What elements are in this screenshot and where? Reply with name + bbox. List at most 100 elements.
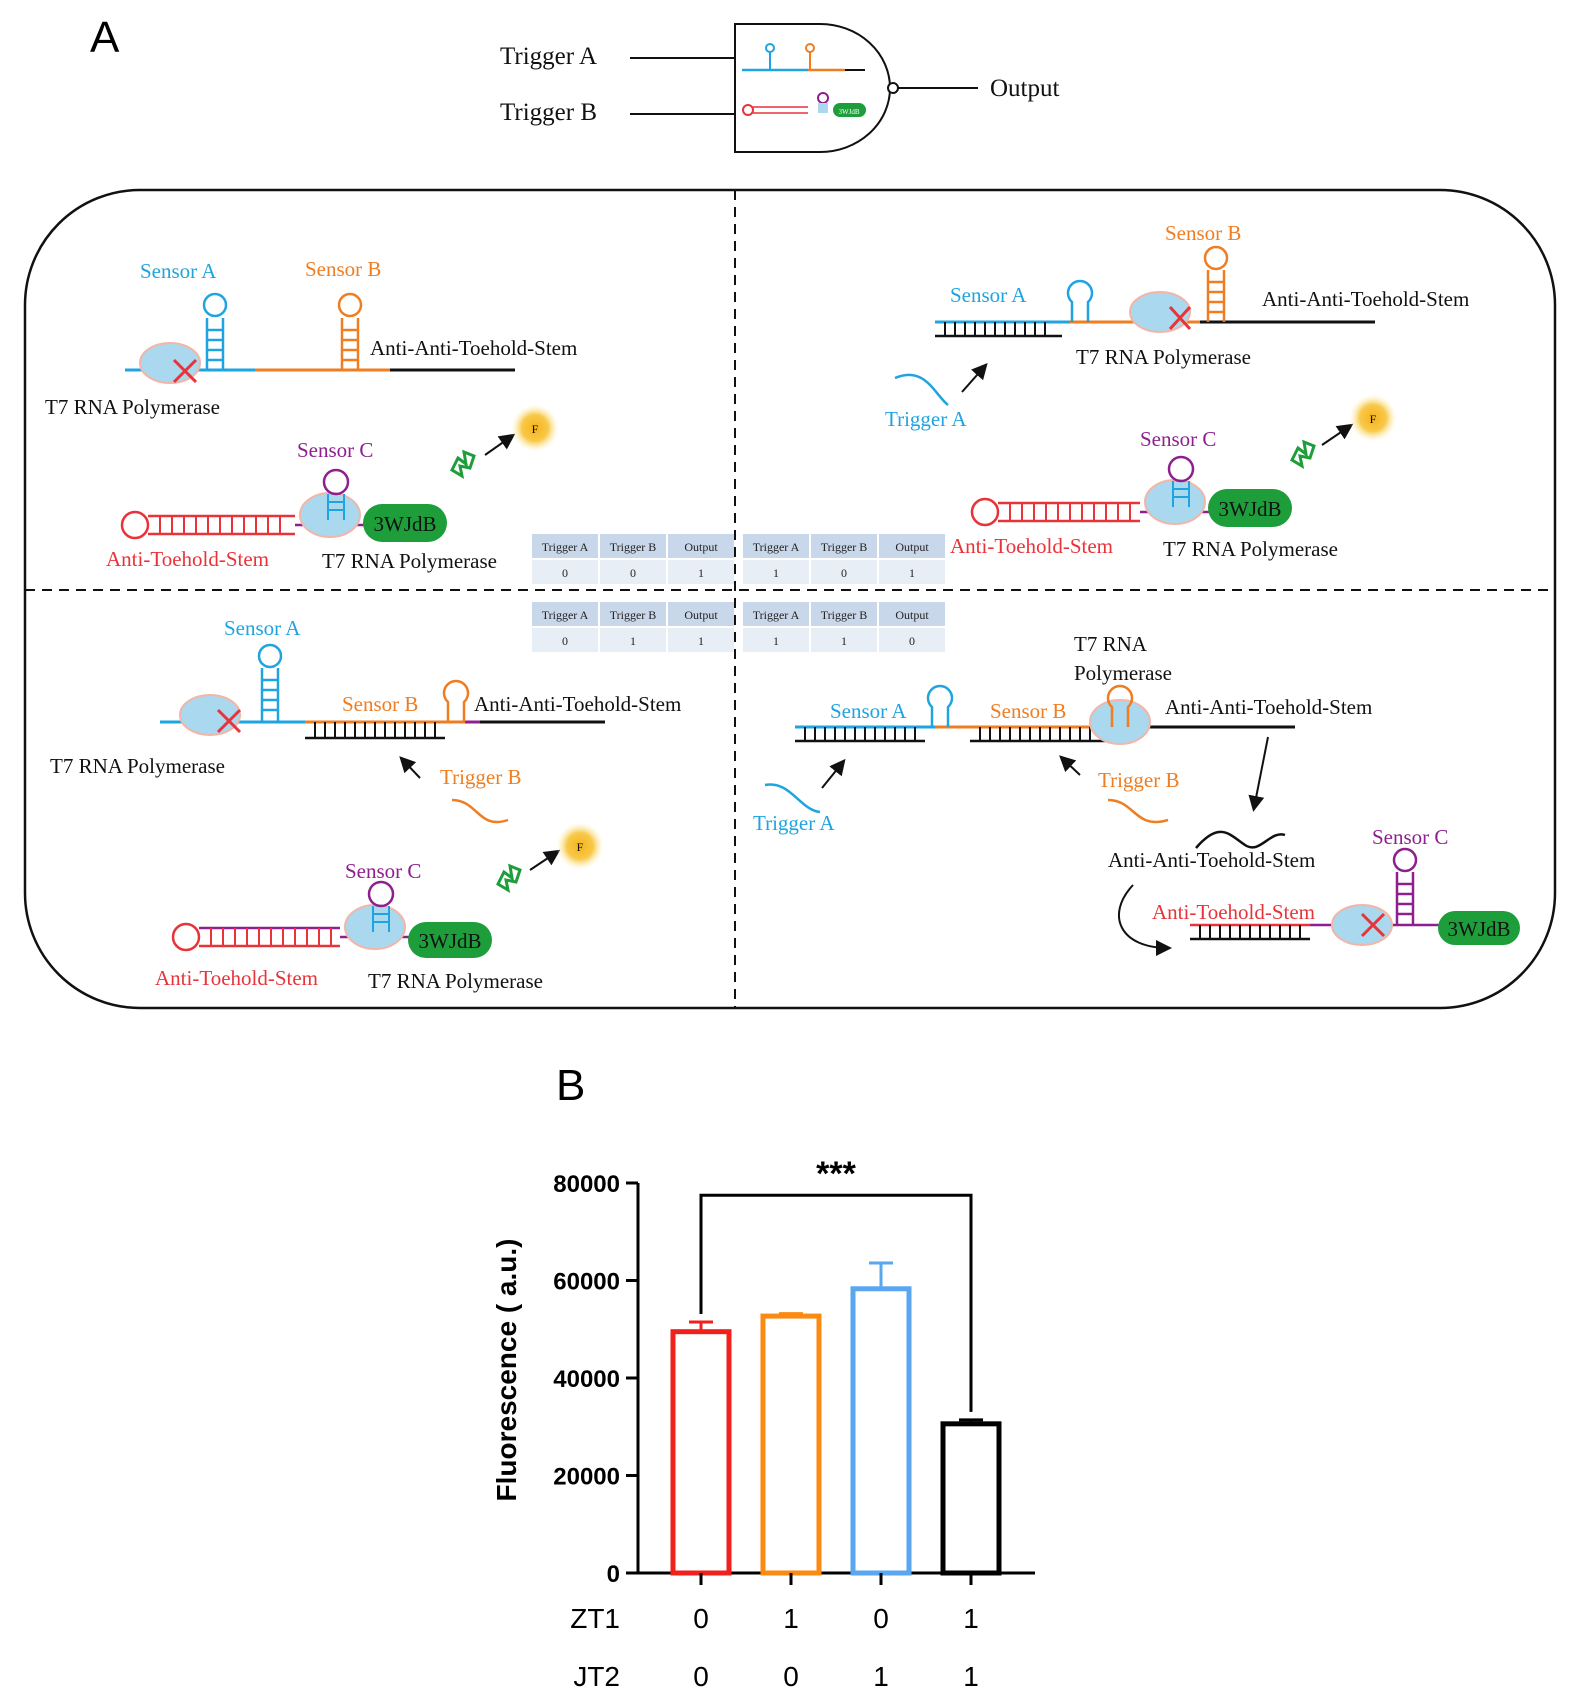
y-tick-label: 60000	[553, 1269, 620, 1296]
label-sensor-a: Sensor A	[950, 283, 1027, 307]
truth-table-header-cell	[668, 602, 734, 626]
truth-table-header-cell	[879, 534, 945, 558]
truth-table-header: Trigger B	[610, 540, 657, 554]
label-sensor-c: Sensor C	[297, 438, 373, 462]
truth-table-header-cell	[600, 534, 666, 558]
truth-table-header: Output	[895, 540, 929, 554]
truth-table-value: 0	[630, 566, 636, 580]
truth-table-value-cell	[879, 560, 945, 584]
truth-table-header-cell	[668, 534, 734, 558]
truth-table-header: Output	[684, 540, 718, 554]
label-t7-line-1: T7 RNA	[1074, 632, 1148, 656]
label-sensor-a: Sensor A	[224, 616, 301, 640]
label-sensor-b: Sensor B	[342, 692, 418, 716]
label-anti-toehold-stem: Anti-Toehold-Stem	[950, 534, 1113, 558]
truth-table-value: 1	[909, 566, 915, 580]
schematic-frame	[23, 188, 1557, 1010]
truth-table-header-cell	[532, 602, 598, 626]
gate-inversion-bubble	[887, 82, 899, 94]
fluorophore-icon	[511, 404, 559, 452]
truth-table-header-cell	[743, 534, 809, 558]
y-tick-label: 0	[607, 1561, 620, 1588]
svg-text:3WJdB: 3WJdB	[1448, 917, 1511, 941]
label-sensor-c: Sensor C	[345, 859, 421, 883]
label-t7-rna-polymerase: T7 RNA Polymerase	[50, 754, 225, 778]
y-tick-label: 80000	[553, 1171, 620, 1198]
truth-table-header-cell	[532, 534, 598, 558]
zt1-value: 0	[873, 1603, 889, 1634]
label-anti-toehold-stem: Anti-Toehold-Stem	[1152, 900, 1315, 924]
significance-label: ***	[816, 1155, 856, 1193]
y-tick-label: 20000	[553, 1464, 620, 1491]
nand-gate: Trigger A Trigger B Output 3WJdB	[500, 23, 1060, 153]
truth-table-value-cell	[532, 560, 598, 584]
label-sensor-c: Sensor C	[1140, 427, 1216, 451]
truth-table-header-cell	[743, 602, 809, 626]
label-sensor-b: Sensor B	[305, 257, 381, 281]
label-sensor-c: Sensor C	[1372, 825, 1448, 849]
svg-text:3WJdB: 3WJdB	[839, 108, 860, 116]
truth-table-header-cell	[600, 602, 666, 626]
gate-output-label: Output	[990, 75, 1060, 102]
truth-table-header: Trigger A	[753, 608, 800, 622]
truth-table-header: Output	[895, 608, 929, 622]
svg-text:3WJdB: 3WJdB	[1219, 497, 1282, 521]
blocked-x-icon	[172, 358, 198, 384]
svg-text:F: F	[1370, 412, 1377, 426]
aptamer-3wjdb	[363, 504, 447, 542]
label-trigger-a: Trigger A	[885, 407, 967, 431]
quadrant-no-trigger: Sensor A Sensor B Anti-Anti-Toehold-Stem…	[45, 257, 577, 573]
bar	[670, 1329, 732, 1576]
truth-table-header: Trigger A	[753, 540, 800, 554]
svg-text:F: F	[532, 422, 539, 436]
truth-table-value-cell	[743, 560, 809, 584]
label-anti-toehold-stem: Anti-Toehold-Stem	[106, 547, 269, 571]
label-sensor-b: Sensor B	[990, 699, 1066, 723]
gate-input-trigger-a: Trigger A	[500, 43, 597, 70]
fluorescence-bar-chart: Fluorescence ( a.u.) 0200004000060000800…	[491, 1155, 1035, 1692]
quadrant-trigger-a-and-b: Sensor A Sensor B T7 RNA Polymerase Anti…	[753, 632, 1520, 956]
quadrant-trigger-b: Sensor A Sensor B Anti-Anti-Toehold-Stem…	[50, 616, 681, 993]
truth-table-header: Trigger A	[542, 540, 589, 554]
truth-table-value: 1	[630, 634, 636, 648]
label-sensor-b: Sensor B	[1165, 221, 1241, 245]
row-label-jt2: JT2	[573, 1661, 620, 1692]
panel-a-label: A	[90, 13, 120, 62]
zt1-value: 1	[783, 1603, 799, 1634]
trigger-a-strand	[894, 373, 949, 406]
truth-table-value-cell	[600, 560, 666, 584]
truth-table-header-cell	[879, 602, 945, 626]
jt2-value: 0	[693, 1661, 709, 1692]
svg-text:3WJdB: 3WJdB	[419, 929, 482, 953]
label-trigger-a: Trigger A	[753, 811, 835, 835]
truth-table-value: 1	[773, 634, 779, 648]
label-t7-rna-polymerase: T7 RNA Polymerase	[45, 395, 220, 419]
truth-table-value-cell	[668, 628, 734, 652]
bar	[760, 1313, 822, 1576]
truth-table-header-cell	[811, 602, 877, 626]
truth-table-value-cell	[879, 628, 945, 652]
label-anti-anti-toehold-stem: Anti-Anti-Toehold-Stem	[1108, 848, 1315, 872]
label-anti-toehold-stem: Anti-Toehold-Stem	[155, 966, 318, 990]
label-anti-anti-toehold-stem: Anti-Anti-Toehold-Stem	[1262, 287, 1469, 311]
truth-table-value: 0	[562, 634, 568, 648]
truth-table-value-cell	[532, 628, 598, 652]
label-anti-anti-toehold-stem: Anti-Anti-Toehold-Stem	[1165, 695, 1372, 719]
panel-b-label: B	[556, 1061, 585, 1110]
released-strand	[1195, 830, 1286, 849]
row-label-zt1: ZT1	[570, 1603, 620, 1634]
label-trigger-b: Trigger B	[440, 765, 522, 789]
truth-table-header: Trigger B	[821, 608, 868, 622]
zt1-value: 1	[963, 1603, 979, 1634]
label-t7-line-2: Polymerase	[1074, 661, 1172, 685]
truth-table-value: 1	[698, 566, 704, 580]
y-tick-label: 40000	[553, 1366, 620, 1393]
svg-text:3WJdB: 3WJdB	[374, 512, 437, 536]
jt2-value: 1	[963, 1661, 979, 1692]
bar	[940, 1421, 1002, 1576]
